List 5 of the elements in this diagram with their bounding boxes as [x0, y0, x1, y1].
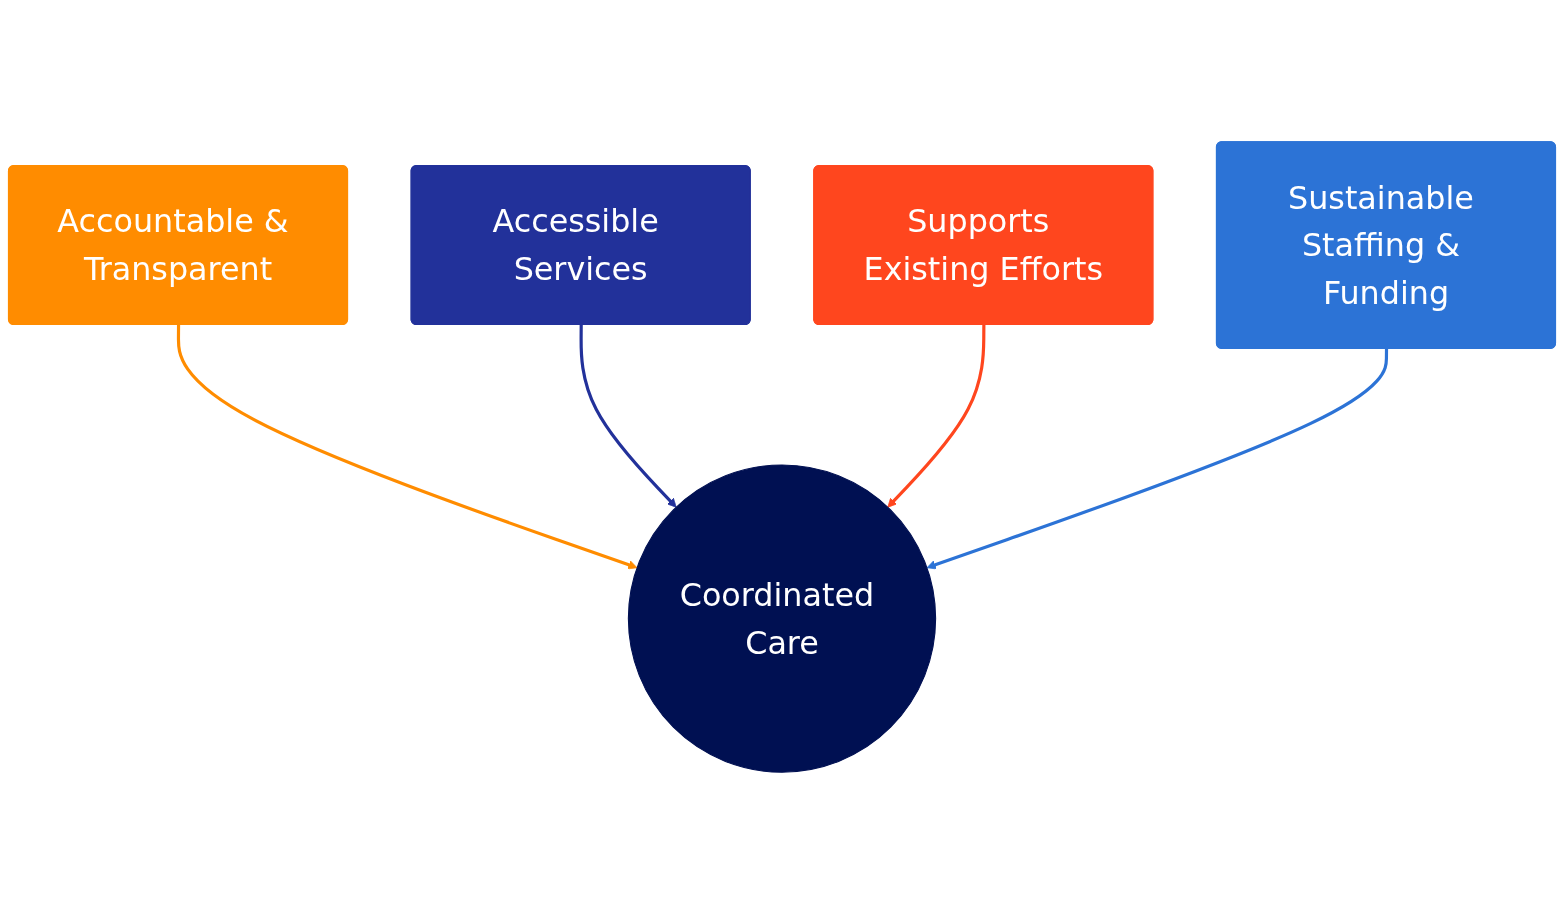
- arrow: [926, 348, 1389, 570]
- arrow: [887, 325, 986, 508]
- arrow: [579, 325, 677, 508]
- node-circle: Coordinated Care: [627, 464, 937, 773]
- arrow: [176, 325, 638, 570]
